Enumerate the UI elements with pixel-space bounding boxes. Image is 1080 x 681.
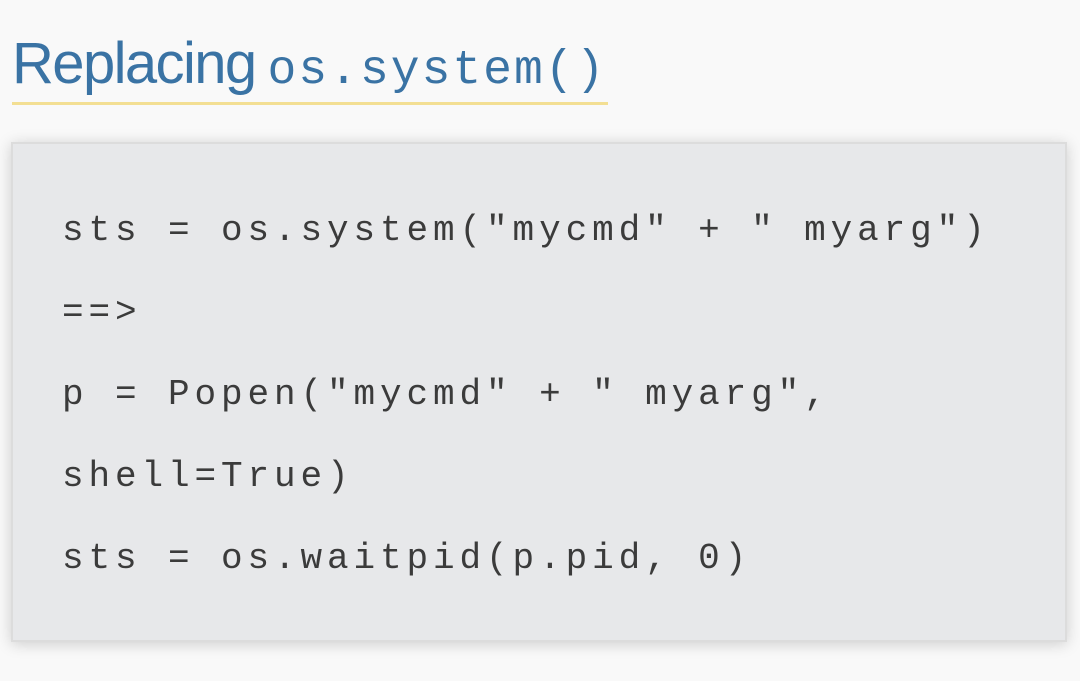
code-block: sts = os.system("mycmd" + " myarg") ==> …	[11, 142, 1067, 642]
heading-text: Replacing	[12, 31, 257, 96]
code-line: p = Popen("mycmd" + " myarg",	[62, 374, 831, 415]
heading-code: os.system()	[267, 44, 607, 98]
code-line: shell=True)	[62, 456, 354, 497]
code-line: ==>	[62, 292, 142, 333]
code-line: sts = os.waitpid(p.pid, 0)	[62, 538, 752, 579]
code-line: sts = os.system("mycmd" + " myarg")	[62, 210, 990, 251]
